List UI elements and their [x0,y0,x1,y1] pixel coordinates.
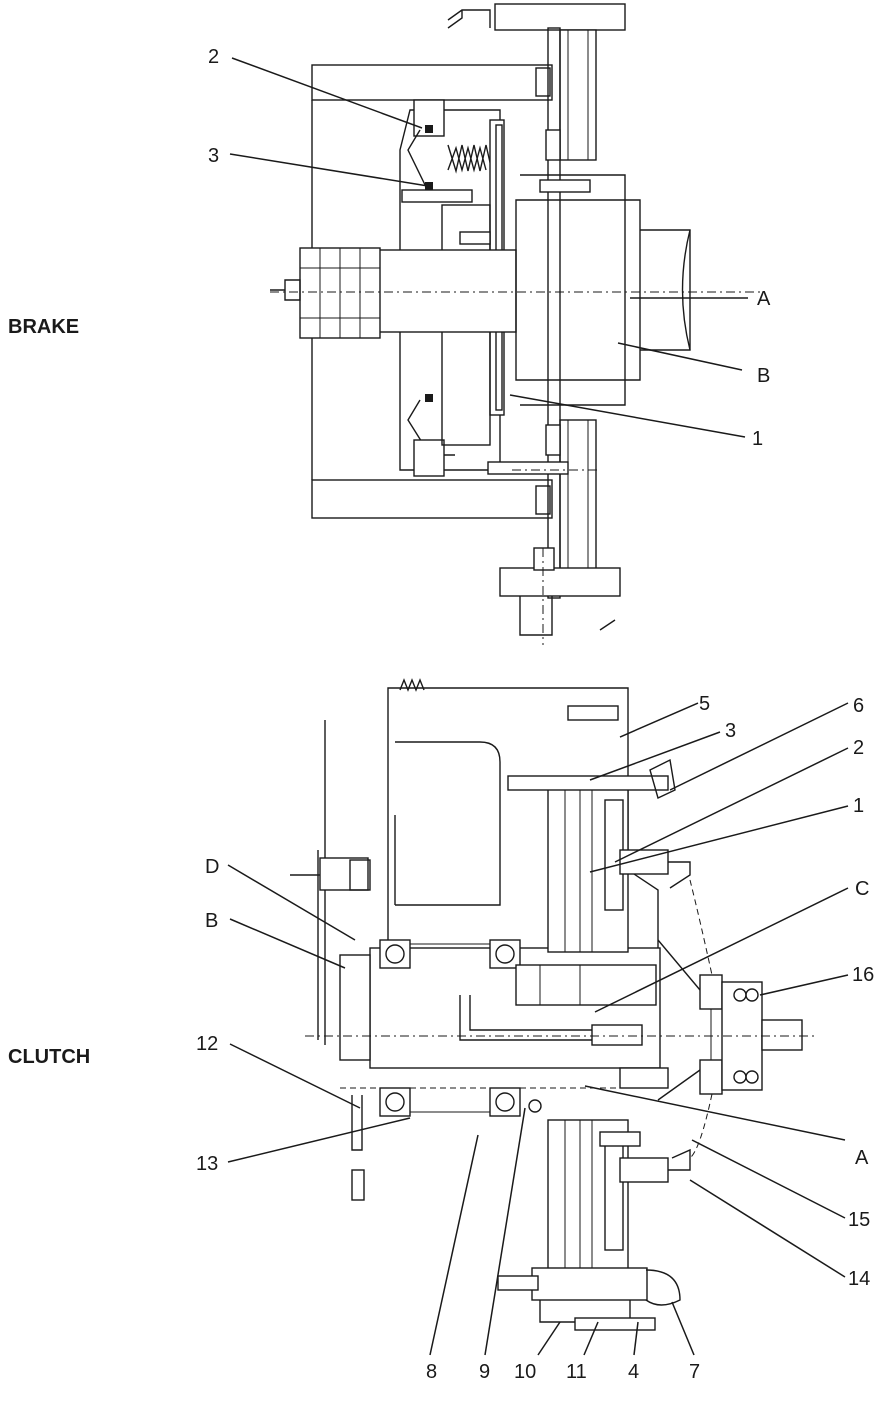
brake-callout-B: B [757,365,770,387]
clutch-callout-B: B [205,910,218,932]
clutch-callout-6: 6 [853,695,864,717]
clutch-leaders [227,702,849,1356]
clutch-assembly [290,678,815,1331]
clutch-callout-7: 7 [689,1361,700,1383]
brake-callout-A: A [757,288,771,310]
clutch-callout-1: 1 [853,795,864,817]
clutch-callout-4: 4 [628,1361,639,1383]
brake-callout-2: 2 [208,46,219,68]
clutch-callout-5: 5 [699,693,710,715]
clutch-section-title: CLUTCH [8,1046,90,1068]
brake-callout-3: 3 [208,145,219,167]
brake-assembly [270,3,760,645]
brake-leaders [229,57,748,438]
clutch-callout-3: 3 [725,720,736,742]
clutch-callout-11: 11 [566,1361,587,1383]
clutch-callout-10: 10 [514,1361,536,1383]
brake-callout-1: 1 [752,428,763,450]
clutch-callout-15: 15 [848,1209,870,1231]
clutch-callout-D: D [205,856,219,878]
clutch-callout-12: 12 [196,1033,218,1055]
clutch-callout-13: 13 [196,1153,218,1175]
clutch-callout-C: C [855,878,869,900]
clutch-callout-9: 9 [479,1361,490,1383]
clutch-callout-2: 2 [853,737,864,759]
clutch-callout-14: 14 [848,1268,870,1290]
clutch-callout-16: 16 [852,964,874,986]
clutch-callout-8: 8 [426,1361,437,1383]
brake-section-title: BRAKE [8,316,79,338]
clutch-callout-A: A [855,1147,869,1169]
